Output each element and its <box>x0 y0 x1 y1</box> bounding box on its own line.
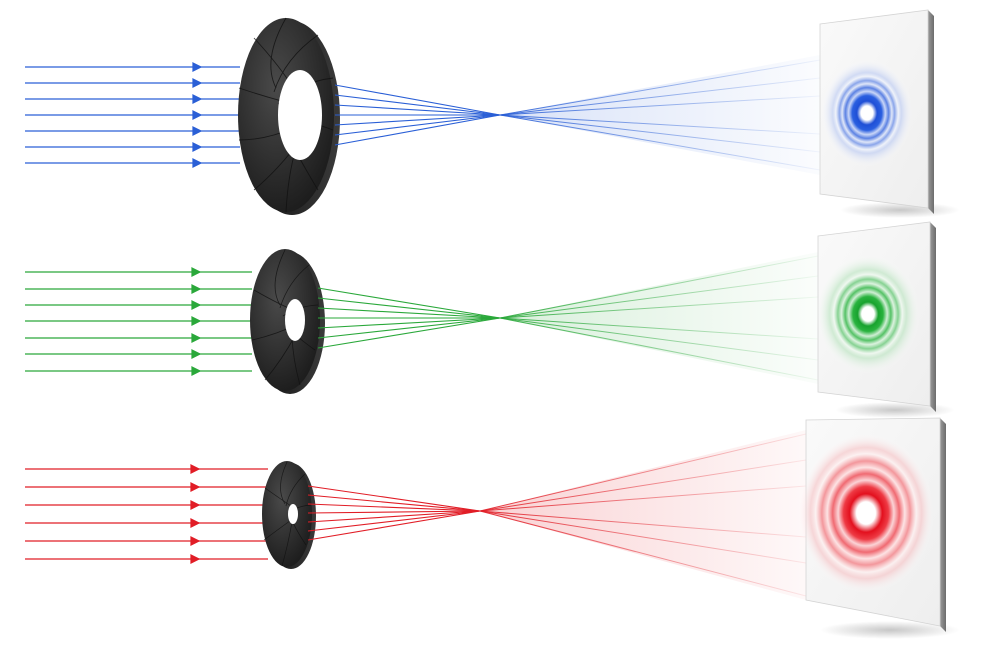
red-incoming-rays <box>25 464 268 564</box>
red-projection-screen <box>798 417 960 639</box>
green-incoming-rays <box>25 267 252 376</box>
arrow-icon <box>190 518 201 528</box>
arrow-icon <box>191 300 202 310</box>
arrow-icon <box>192 126 203 136</box>
blue-converging-rays <box>334 84 501 146</box>
arrow-icon <box>191 267 202 277</box>
arrow-icon <box>190 536 201 546</box>
arrow-icon <box>191 366 202 376</box>
blue-projection-screen <box>819 9 960 218</box>
green-row <box>25 221 955 418</box>
wide-diffraction-rings <box>798 433 934 593</box>
blue-row <box>25 9 960 218</box>
arrow-icon <box>190 554 201 564</box>
arrow-icon <box>192 94 203 104</box>
arrow-icon <box>191 284 202 294</box>
blue-diverging-rays <box>499 59 821 171</box>
blue-incoming-rays <box>25 62 240 168</box>
small-iris-aperture <box>262 461 316 569</box>
arrow-icon <box>191 333 202 343</box>
red-converging-rays <box>307 485 481 541</box>
arrow-icon <box>192 78 203 88</box>
arrow-icon <box>192 158 203 168</box>
arrow-icon <box>191 316 202 326</box>
large-iris-aperture <box>238 17 340 215</box>
arrow-icon <box>190 500 201 510</box>
green-diverging-rays <box>499 255 819 381</box>
red-row <box>25 417 960 639</box>
arrow-icon <box>190 482 201 492</box>
medium-iris-aperture <box>250 249 325 394</box>
green-converging-rays <box>317 287 501 349</box>
arrow-icon <box>192 62 203 72</box>
arrow-icon <box>192 110 203 120</box>
arrow-icon <box>191 349 202 359</box>
tight-diffraction-rings <box>821 59 913 167</box>
arrow-icon <box>192 142 203 152</box>
green-projection-screen <box>816 221 955 418</box>
medium-diffraction-rings <box>816 254 920 374</box>
red-diverging-rays <box>479 433 807 597</box>
arrow-icon <box>190 464 201 474</box>
